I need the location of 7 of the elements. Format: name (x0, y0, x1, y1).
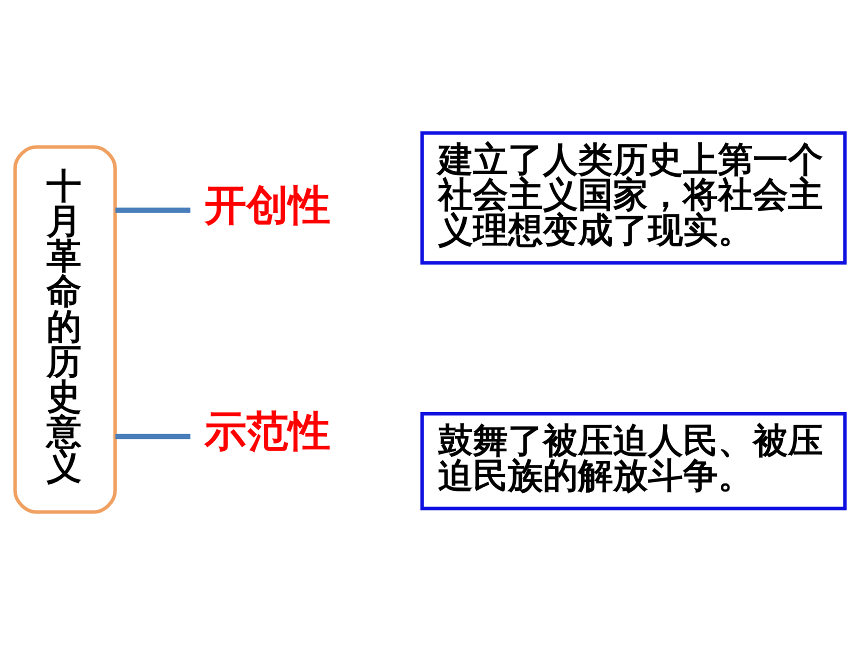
node-box: 建立了人类历史上第一个社会主义国家，将社会主义理想变成了现实。 (420, 131, 847, 265)
node-text: 示范性 (204, 406, 331, 456)
node-box: 十月革命的历史意义 (13, 145, 117, 514)
connector (115, 434, 190, 440)
connector (115, 208, 190, 213)
node-box: 鼓舞了被压迫人民、被压迫民族的解放斗争。 (420, 412, 847, 510)
node-text: 开创性 (204, 180, 331, 230)
